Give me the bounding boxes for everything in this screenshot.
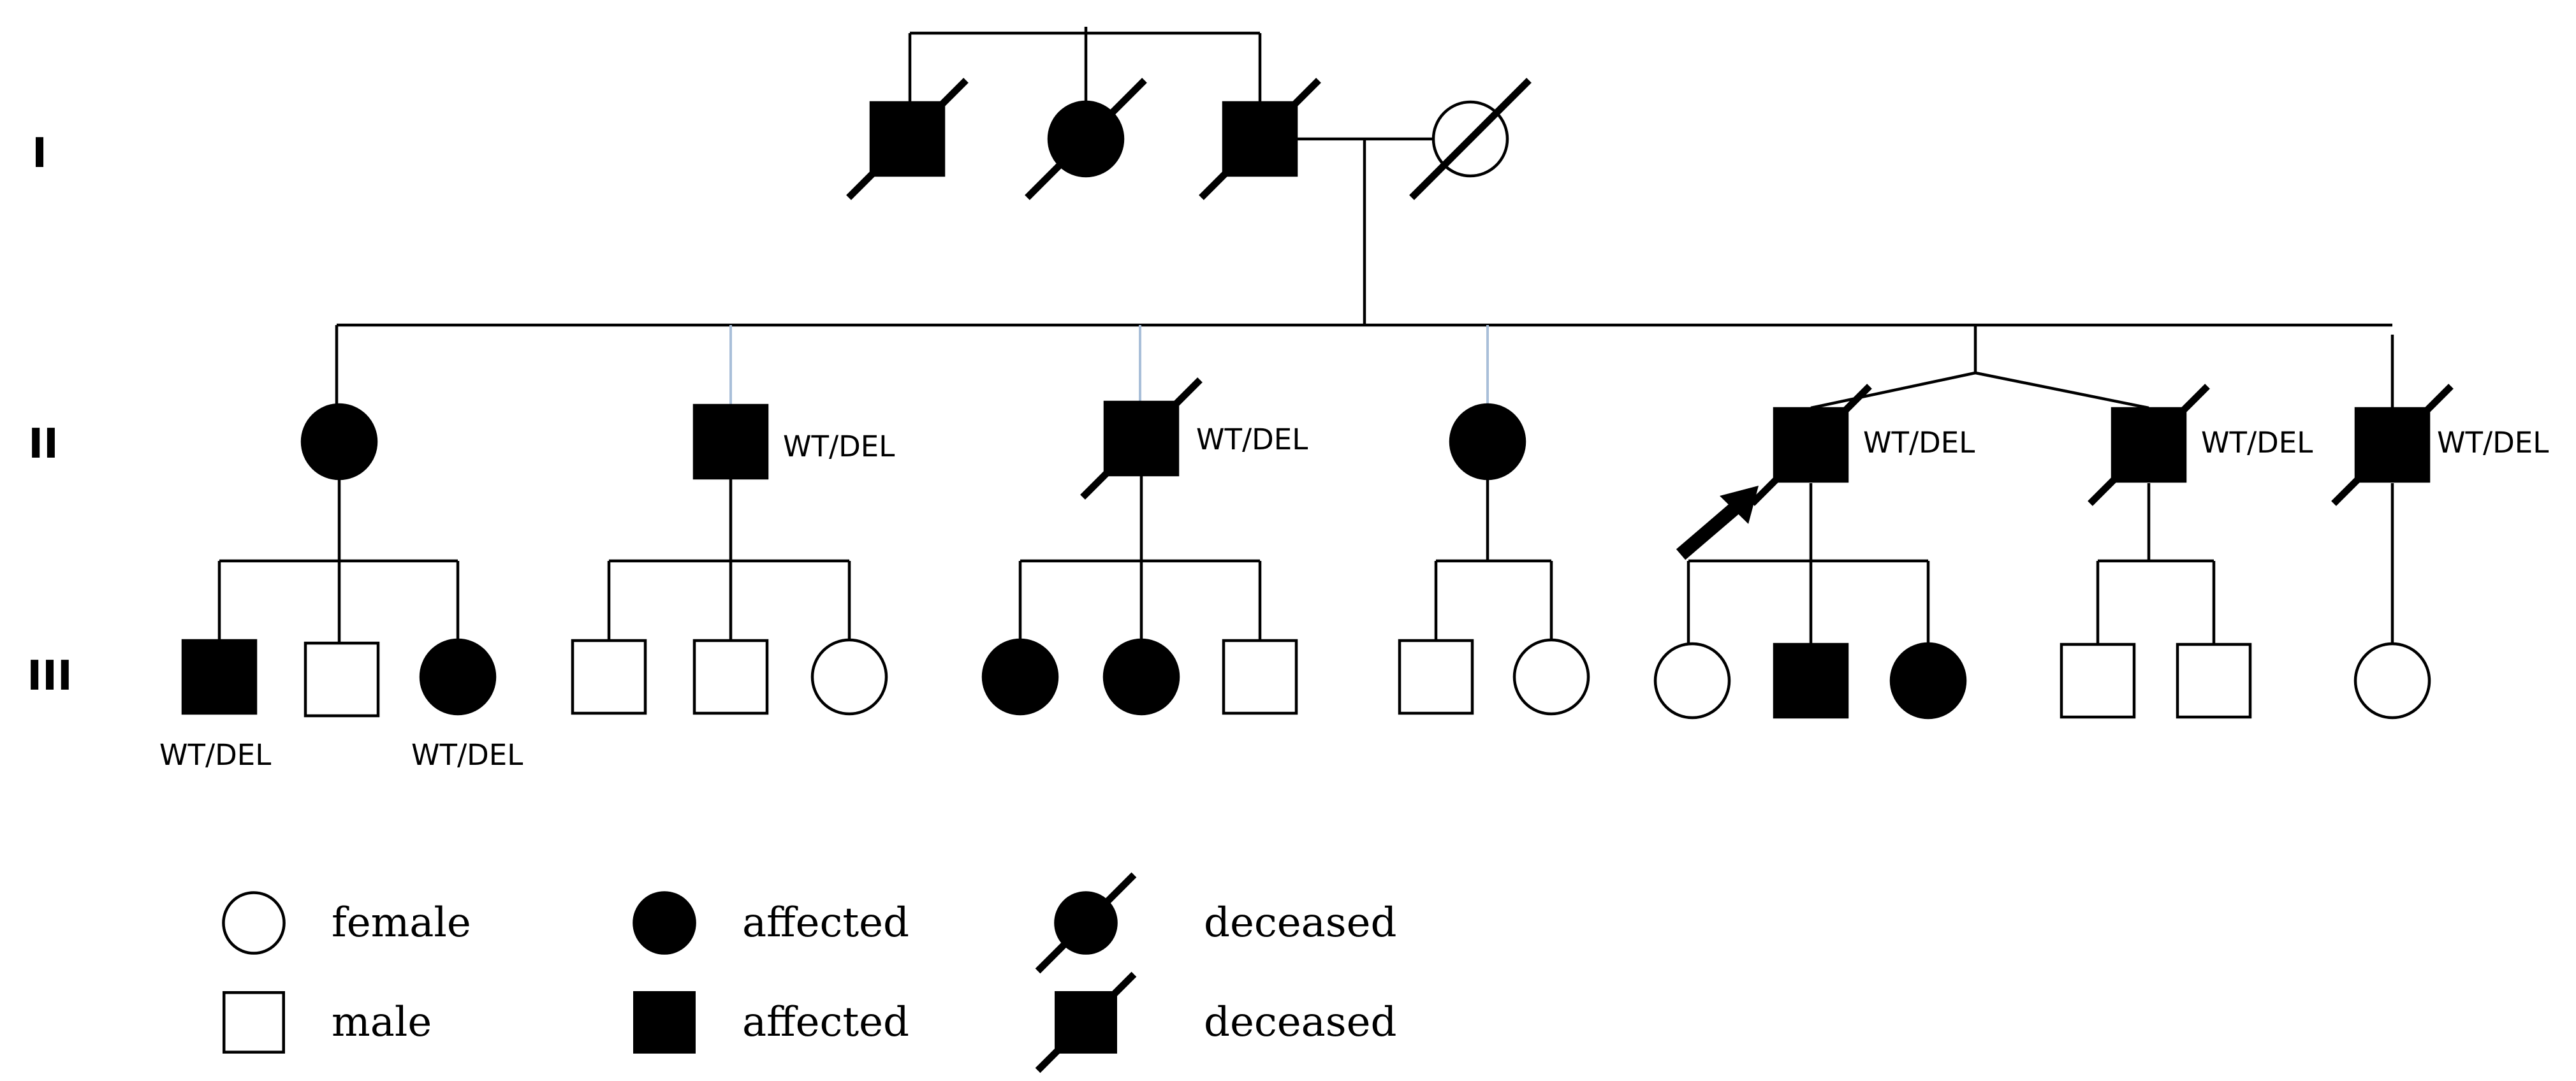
individual-II-6: WT/DEL <box>2088 384 2313 506</box>
individual-II-7: WT/DEL <box>2331 384 2549 506</box>
male-square-icon <box>2176 642 2252 719</box>
female-circle-icon <box>1102 638 1180 716</box>
male-square-icon <box>1222 639 1298 715</box>
individual-III-2 <box>304 641 380 718</box>
individual-II-3: WT/DEL <box>1080 377 1308 500</box>
individual-III-6 <box>810 638 888 716</box>
individual-II-1 <box>300 403 378 481</box>
individual-II-5: WT/DEL <box>1750 384 1975 506</box>
male-square-icon <box>2060 642 2136 719</box>
legend-label-affected-female: affected <box>742 899 909 947</box>
legend-symbol-5 <box>1035 872 1137 974</box>
deceased-slash-icon <box>1750 384 1872 506</box>
individual-II-2: WT/DEL <box>692 403 895 480</box>
genotype-label: WT/DEL <box>783 430 895 463</box>
female-circle-icon <box>222 891 286 955</box>
genotype-label: WT/DEL <box>411 738 523 772</box>
individual-III-5 <box>692 639 769 715</box>
legend-label-male: male <box>332 999 432 1046</box>
female-circle-icon <box>633 891 696 955</box>
legend: female male affected affected deceased d… <box>222 872 1396 1073</box>
individual-III-17 <box>2353 642 2431 720</box>
individual-III-14 <box>1889 642 1967 720</box>
proband-arrow-icon <box>1676 486 1759 560</box>
individual-III-1: WT/DEL <box>159 639 271 772</box>
female-circle-icon <box>300 403 378 481</box>
deceased-slash-icon <box>1035 971 1137 1073</box>
legend-symbols <box>222 872 1137 1073</box>
genotype-label: WT/DEL <box>2437 426 2549 460</box>
genotype-label: WT/DEL <box>2201 426 2313 460</box>
individual-III-3: WT/DEL <box>411 638 523 772</box>
individual-III-7 <box>981 638 1059 716</box>
individual-III-8 <box>1102 638 1180 716</box>
male-square-icon <box>692 403 769 480</box>
legend-label-affected-male: affected <box>742 999 909 1046</box>
female-circle-icon <box>1449 403 1526 481</box>
individual-III-15 <box>2060 642 2136 719</box>
deceased-slash-icon <box>1035 872 1137 974</box>
individual-II-4 <box>1449 403 1526 481</box>
deceased-slash-icon <box>1409 78 1532 200</box>
legend-label-deceased-male: deceased <box>1204 999 1396 1046</box>
genotype-label: WT/DEL <box>1863 426 1975 460</box>
individual-I-2 <box>1025 78 1147 200</box>
legend-symbol-6 <box>1035 971 1137 1073</box>
individual-I-3 <box>1199 78 1321 200</box>
individual-III-10 <box>1398 639 1474 715</box>
legend-label-deceased-female: deceased <box>1204 899 1396 947</box>
male-square-icon <box>1398 639 1474 715</box>
deceased-slash-icon <box>846 78 969 200</box>
legend-symbol-3 <box>633 891 696 955</box>
deceased-slash-icon <box>1199 78 1321 200</box>
legend-label-female: female <box>332 899 471 947</box>
deceased-slash-icon <box>2331 384 2454 506</box>
legend-symbol-2 <box>223 991 285 1054</box>
female-circle-icon <box>1653 642 1731 720</box>
female-circle-icon <box>810 638 888 716</box>
female-circle-icon <box>419 638 497 716</box>
individual-III-9 <box>1222 639 1298 715</box>
male-square-icon <box>1773 642 1849 719</box>
deceased-slash-icon <box>1080 377 1203 500</box>
male-square-icon <box>692 639 769 715</box>
individual-III-4 <box>571 639 647 715</box>
genotype-label: WT/DEL <box>159 738 271 772</box>
genotype-label: WT/DEL <box>1196 423 1308 456</box>
individual-III-13 <box>1773 642 1849 719</box>
individual-III-12 <box>1653 642 1731 720</box>
female-circle-icon <box>981 638 1059 716</box>
male-square-icon <box>181 639 258 715</box>
female-circle-icon <box>2353 642 2431 720</box>
male-square-icon <box>304 641 380 718</box>
deceased-slash-icon <box>1025 78 1147 200</box>
pedigree-individuals: WT/DEL WT/DEL WT/DEL WT/DEL WT/DEL WT/DEL WT/D… <box>159 78 2549 772</box>
individual-I-1 <box>846 78 969 200</box>
legend-symbol-1 <box>222 891 286 955</box>
legend-symbol-4 <box>633 991 696 1054</box>
pedigree-lines <box>217 27 2394 644</box>
male-square-icon <box>633 991 696 1054</box>
deceased-slash-icon <box>2088 384 2210 506</box>
male-square-icon <box>223 991 285 1054</box>
individual-I-4 <box>1409 78 1532 200</box>
individual-III-11 <box>1512 638 1590 716</box>
individual-III-16 <box>2176 642 2252 719</box>
generation-label-I: I <box>32 130 47 177</box>
female-circle-icon <box>1512 638 1590 716</box>
generation-label-III: III <box>27 653 72 700</box>
generation-label-II: II <box>28 421 59 468</box>
female-circle-icon <box>1889 642 1967 720</box>
male-square-icon <box>571 639 647 715</box>
